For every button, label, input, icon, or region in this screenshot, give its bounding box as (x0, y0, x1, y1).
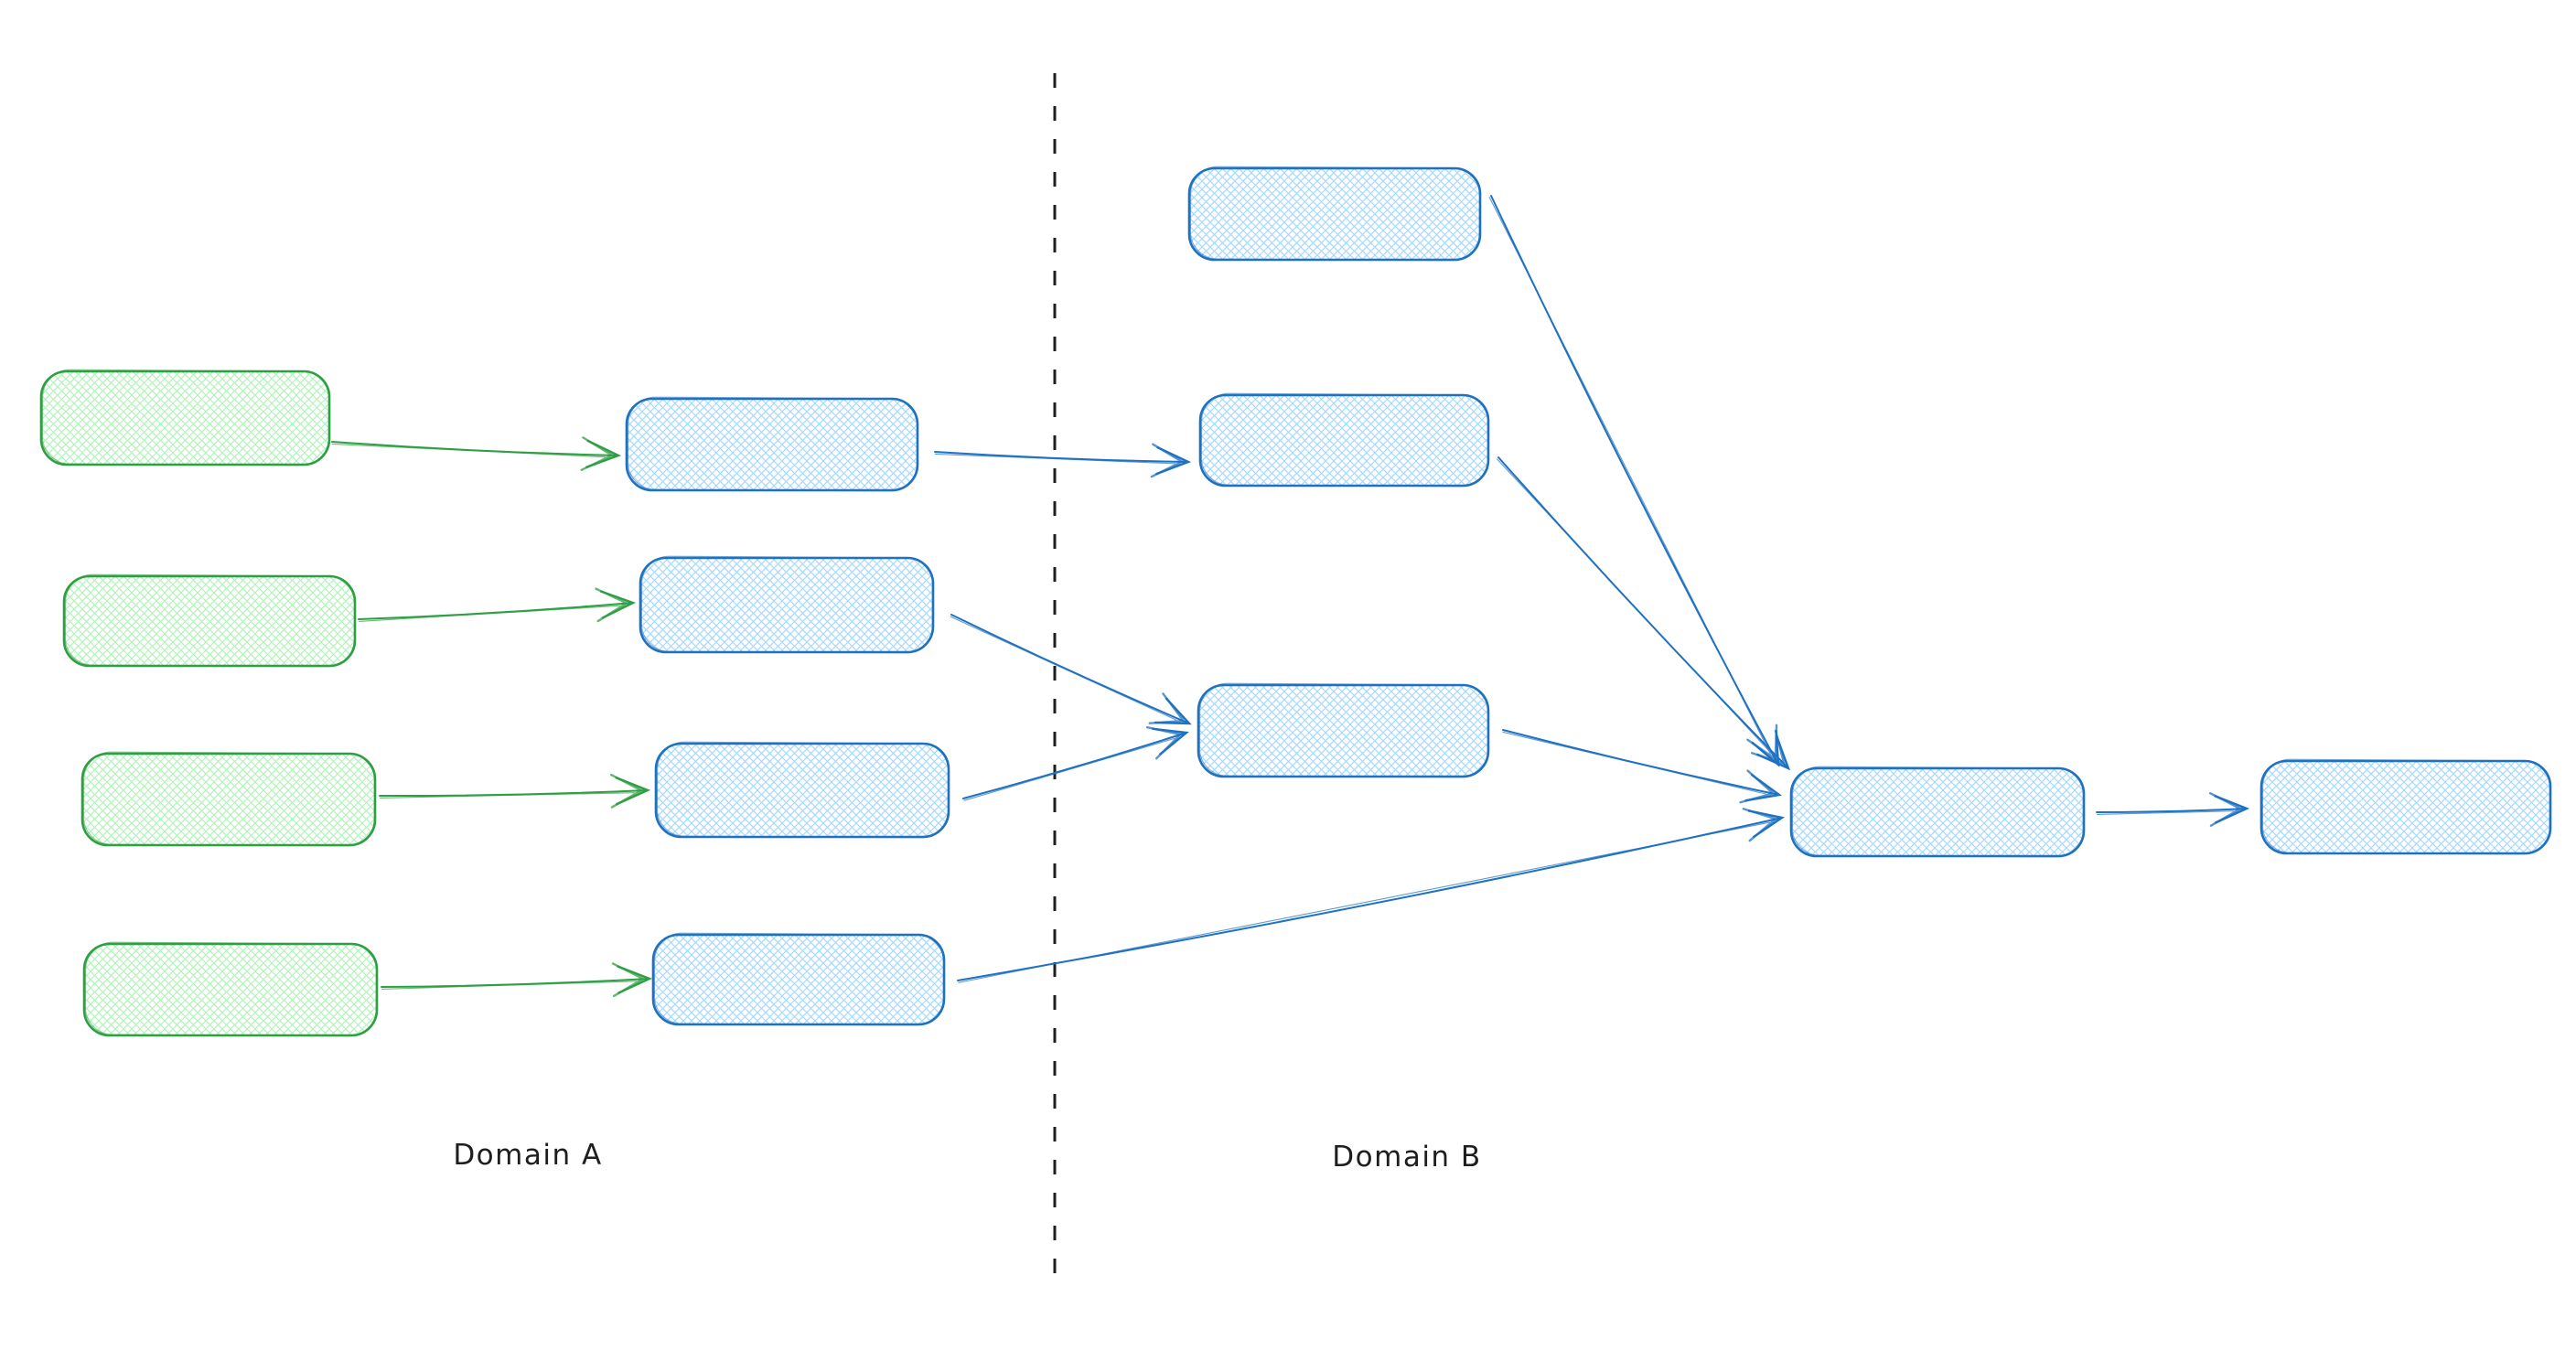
arrow-b2-to-merge[interactable] (1496, 456, 1791, 771)
node-domain-b-box-2[interactable] (1198, 392, 1490, 488)
arrow-a2-to-b3[interactable] (950, 614, 1192, 725)
node-domain-a-box-3[interactable] (654, 741, 950, 839)
node-source-2[interactable] (62, 573, 357, 668)
node-domain-a-box-1[interactable] (625, 396, 919, 492)
node-domain-b-box-3[interactable] (1197, 682, 1490, 778)
node-merge-box[interactable] (1789, 766, 2086, 858)
arrow-a4-to-merge[interactable] (957, 808, 1786, 983)
arrow-merge-to-output[interactable] (2096, 792, 2250, 827)
arrow-source3-to-a3[interactable] (379, 773, 651, 809)
arrow-source2-to-a2[interactable] (358, 587, 637, 623)
arrow-b1-to-merge[interactable] (1488, 195, 1780, 767)
arrow-a3-to-b3[interactable] (962, 725, 1189, 801)
node-source-1[interactable] (39, 369, 331, 466)
node-domain-b-box-1[interactable] (1187, 166, 1482, 262)
domain-a-label: Domain A (453, 1139, 602, 1172)
arrow-source4-to-a4[interactable] (381, 962, 653, 998)
arrow-a1-to-b2[interactable] (934, 443, 1192, 478)
node-source-3[interactable] (80, 751, 377, 847)
node-source-4[interactable] (82, 941, 379, 1037)
arrow-source1-to-a1[interactable] (331, 436, 622, 472)
node-domain-a-box-2[interactable] (639, 555, 935, 654)
node-domain-a-box-4[interactable] (651, 932, 946, 1026)
domain-b-label: Domain B (1332, 1141, 1481, 1174)
arrow-b3-to-merge[interactable] (1502, 729, 1782, 804)
node-output-box[interactable] (2259, 758, 2552, 855)
